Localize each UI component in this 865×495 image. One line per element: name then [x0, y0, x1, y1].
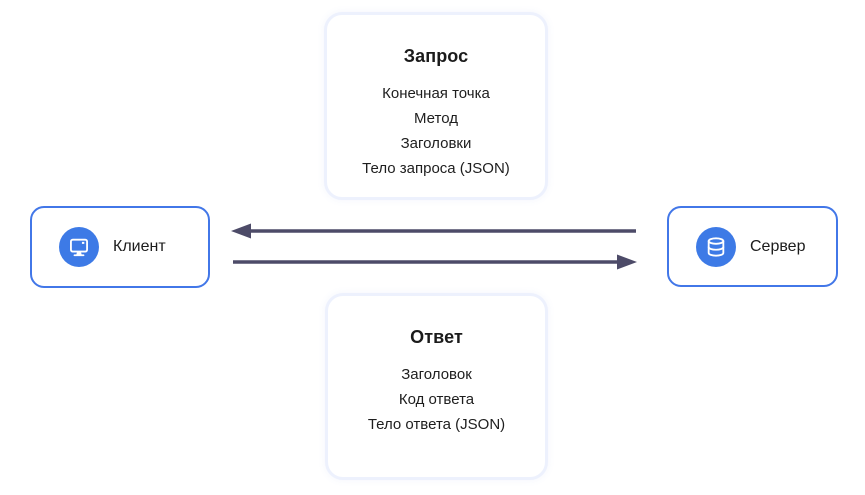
response-box: Ответ Заголовок Код ответа Тело ответа (…	[325, 293, 548, 480]
server-node: Сервер	[667, 206, 838, 287]
request-box: Запрос Конечная точка Метод Заголовки Те…	[324, 12, 548, 200]
server-label: Сервер	[750, 237, 806, 255]
arrow-pointing-right	[233, 254, 637, 270]
monitor-icon	[59, 227, 99, 267]
response-item-code: Код ответа	[398, 391, 475, 408]
response-item-body: Тело ответа (JSON)	[367, 416, 506, 433]
response-item-header: Заголовок	[401, 366, 472, 383]
request-item-endpoint: Конечная точка	[382, 85, 490, 102]
arrow-pointing-left	[231, 223, 636, 239]
client-label: Клиент	[113, 238, 166, 255]
request-item-headers: Заголовки	[400, 135, 472, 152]
request-list: Конечная точка Метод Заголовки Тело запр…	[327, 81, 545, 181]
database-icon	[696, 226, 736, 267]
response-list: Заголовок Код ответа Тело ответа (JSON)	[328, 362, 545, 437]
response-title: Ответ	[410, 327, 463, 347]
request-title: Запрос	[403, 46, 469, 66]
request-item-method: Метод	[414, 110, 458, 127]
client-node: Клиент	[30, 206, 210, 288]
request-item-body: Тело запроса (JSON)	[362, 160, 510, 177]
